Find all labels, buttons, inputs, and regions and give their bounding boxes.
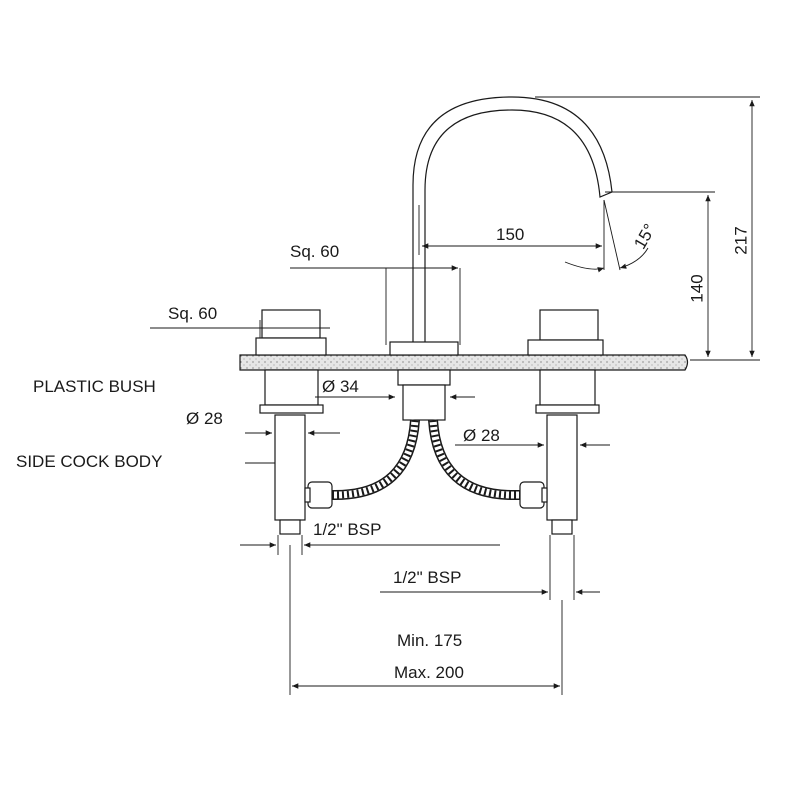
bsp-left-label: 1/2" BSP [313,520,382,539]
dia28-right-label: Ø 28 [463,426,500,445]
right-nut [519,481,545,509]
right-handle [539,309,599,341]
left-plastic-bush [259,404,324,414]
total-height-label: 217 [731,226,751,255]
left-handle [261,309,321,339]
center-nut [397,369,451,386]
min-dimension-label: Min. 175 [397,631,463,650]
dia34-label: Ø 34 [322,377,359,396]
sq60-left-label: Sq. 60 [168,304,218,323]
right-handle-base [527,339,604,356]
plastic-bush-label: PLASTIC BUSH [33,377,156,396]
dia28-left-label: Ø 28 [186,409,223,428]
sq60-center-label: Sq. 60 [290,242,340,261]
reach-dimension-label: 150 [496,225,525,244]
side-cock-body-label: SIDE COCK BODY [16,452,163,471]
dimension-lines [150,96,760,695]
bsp-right-label: 1/2" BSP [393,568,462,587]
spout [412,96,613,342]
left-side-cock-body [274,414,306,521]
right-side-cock-body [546,414,578,521]
left-handle-base [255,337,327,356]
left-nut [307,481,333,509]
max-dimension-label: Max. 200 [394,663,464,682]
center-base [389,341,459,356]
center-body [402,384,446,421]
countertop [239,354,689,371]
hoses [320,419,528,500]
spout-height-label: 140 [687,274,707,303]
